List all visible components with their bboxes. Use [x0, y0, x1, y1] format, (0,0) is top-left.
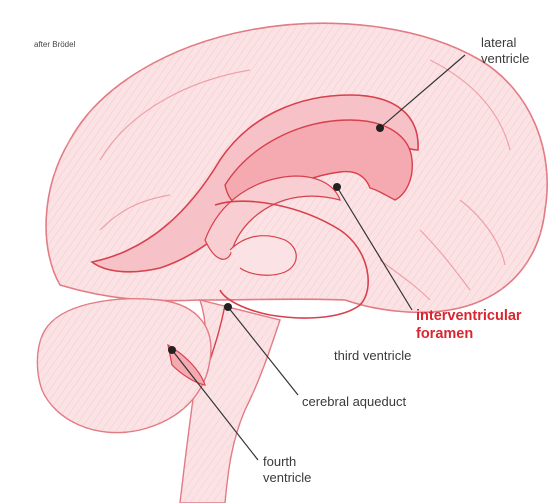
- label-lateral-ventricle: lateral ventricle: [481, 35, 529, 67]
- label-third-ventricle: third ventricle: [334, 348, 411, 364]
- label-cerebral-aqueduct: cerebral aqueduct: [302, 394, 406, 410]
- label-fourth-ventricle: fourth ventricle: [263, 454, 311, 486]
- label-interventricular-foramen: interventricular foramen: [416, 307, 522, 343]
- credit-text: after Brödel: [34, 40, 75, 50]
